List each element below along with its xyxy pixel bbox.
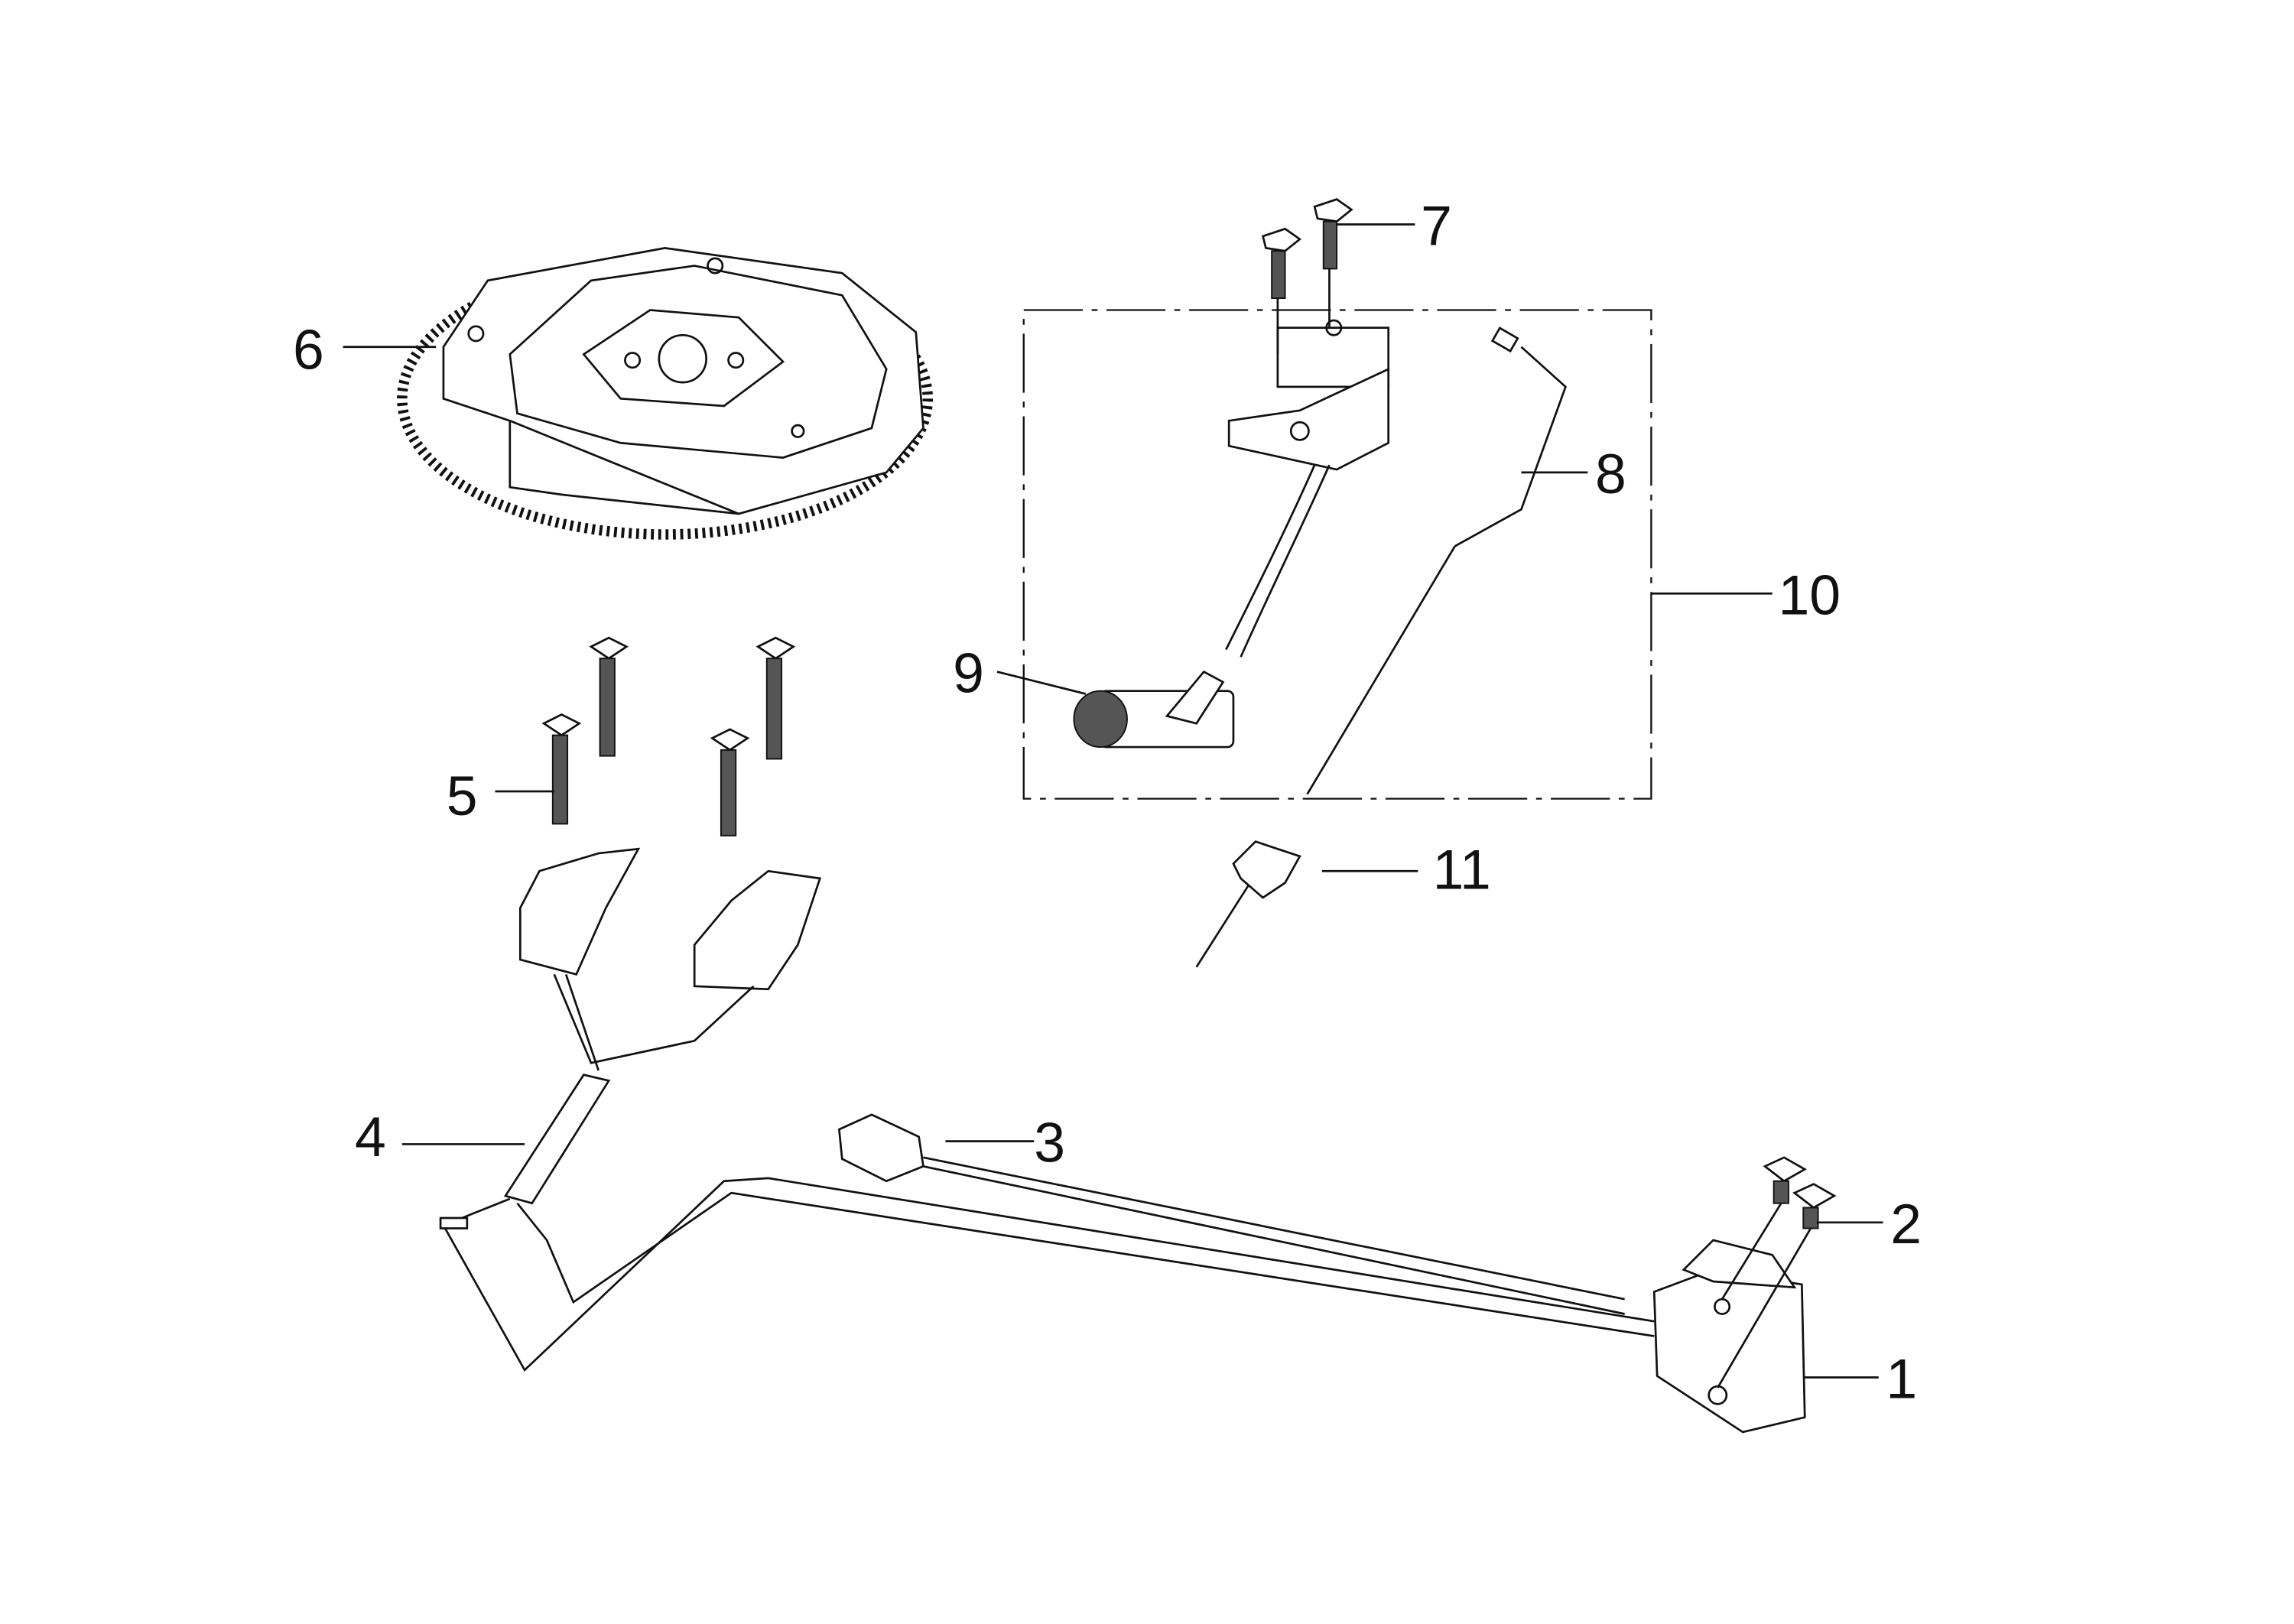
callout-11: 11 bbox=[1433, 838, 1491, 901]
wire-harness bbox=[439, 1073, 1655, 1372]
spark-plug-cap bbox=[1073, 670, 1235, 749]
callout-3: 3 bbox=[1034, 1112, 1065, 1174]
callout-10: 10 bbox=[1778, 564, 1841, 626]
callout-8: 8 bbox=[1595, 443, 1626, 505]
flywheel bbox=[397, 247, 934, 540]
callout-6: 6 bbox=[293, 319, 324, 382]
callout-4: 4 bbox=[355, 1106, 386, 1168]
callout-1: 1 bbox=[1886, 1348, 1917, 1411]
callout-2: 2 bbox=[1890, 1193, 1922, 1255]
wire-clip bbox=[1195, 840, 1301, 968]
ignition-coil-bolts bbox=[1261, 198, 1353, 355]
leader-9 bbox=[996, 671, 1087, 695]
callout-9: 9 bbox=[953, 642, 984, 705]
connector-harness bbox=[837, 1113, 1625, 1315]
regulator-bolts bbox=[1717, 1156, 1837, 1389]
callout-5: 5 bbox=[447, 765, 478, 827]
stop-wire bbox=[1306, 326, 1567, 795]
stator-bolts bbox=[541, 636, 796, 836]
regulator bbox=[1652, 1239, 1806, 1434]
assembly-boundary bbox=[1022, 309, 1652, 800]
callout-7: 7 bbox=[1421, 195, 1452, 258]
ignition-coil bbox=[1225, 319, 1390, 658]
stator-coils bbox=[518, 847, 822, 1071]
